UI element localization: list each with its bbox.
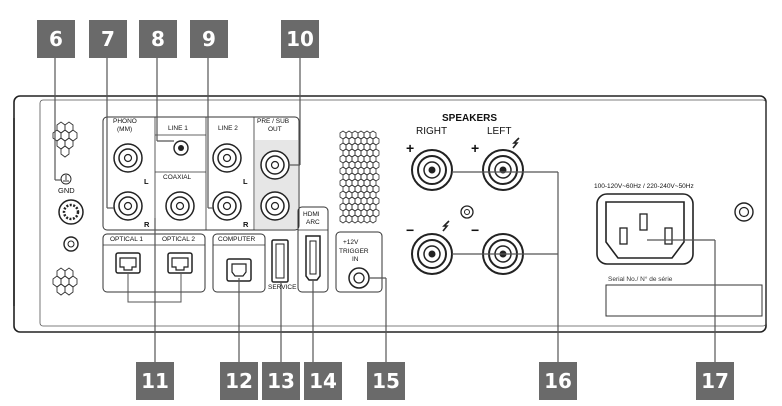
left-minus-marker: −	[471, 222, 480, 238]
voltage-rating-label: 100-120V~60Hz / 220-240V~50Hz	[594, 183, 694, 190]
line2-r-marker: R	[243, 220, 249, 229]
computer-usb-b-port[interactable]	[226, 258, 252, 282]
hazard-bolt-icon-2	[442, 220, 450, 232]
pre-sub-label: PRE / SUB	[257, 118, 290, 125]
optical2-port[interactable]	[167, 252, 193, 274]
callout-15: 15	[367, 362, 405, 400]
serial-number-label: Serial No./ N° de série	[608, 276, 673, 283]
optical2-label: OPTICAL 2	[162, 236, 195, 243]
pre-sub-out-label: OUT	[268, 126, 282, 133]
speakers-heading: SPEAKERS	[442, 113, 498, 124]
trigger-label: TRIGGER	[339, 248, 369, 255]
hdmi-arc-port[interactable]	[305, 235, 321, 281]
ground-symbol-icon	[60, 173, 72, 185]
right-minus-marker: −	[406, 222, 415, 238]
analog-inputs-group	[102, 116, 300, 231]
callout-11: 11	[136, 362, 174, 400]
phono-r-marker: R	[144, 220, 150, 229]
trigger-input-jack[interactable]	[348, 267, 370, 289]
callout-7: 7	[89, 20, 127, 58]
line1-label: LINE 1	[168, 125, 188, 132]
speaker-center-screw	[460, 205, 474, 219]
speaker-right-negative-terminal[interactable]	[411, 233, 453, 275]
left-vent-top	[52, 121, 78, 158]
callout-14: 14	[304, 362, 342, 400]
serial-number-plate	[605, 284, 763, 317]
callout-17: 17	[696, 362, 734, 400]
callout-10: 10	[281, 20, 319, 58]
optical1-port[interactable]	[115, 252, 141, 274]
callout-16: 16	[539, 362, 577, 400]
coaxial-label: COAXIAL	[163, 174, 192, 181]
left-plus-marker: +	[471, 140, 480, 156]
callout-9: 9	[190, 20, 228, 58]
chassis-inner-border	[39, 99, 767, 327]
phono-right-rca-jack[interactable]	[113, 191, 143, 221]
callout-6: 6	[37, 20, 75, 58]
speaker-left-positive-terminal[interactable]	[482, 149, 524, 191]
trigger-in-label: IN	[352, 256, 359, 263]
computer-label: COMPUTER	[218, 236, 256, 243]
line2-right-rca-jack[interactable]	[212, 191, 242, 221]
phono-mm-label: (MM)	[117, 126, 133, 133]
ground-terminal-inner	[62, 203, 80, 221]
line2-label: LINE 2	[218, 125, 238, 132]
ground-terminal-base-hole	[67, 240, 75, 248]
line1-minijack[interactable]	[173, 140, 189, 156]
service-usb-port[interactable]	[271, 239, 289, 283]
service-label: SERVICE	[268, 284, 297, 291]
phono-l-marker: L	[144, 177, 149, 186]
phono-label: PHONO	[113, 118, 137, 125]
callout-leader-lines	[54, 58, 716, 362]
chassis-screw	[734, 202, 754, 222]
callout-8: 8	[139, 20, 177, 58]
hazard-bolt-icon	[512, 137, 520, 149]
phono-left-rca-jack[interactable]	[113, 143, 143, 173]
hdmi-label: HDMI	[303, 211, 320, 218]
optical-group	[102, 233, 206, 293]
line2-l-marker: L	[243, 177, 248, 186]
ground-terminal-knob[interactable]	[58, 199, 84, 225]
callout-13: 13	[262, 362, 300, 400]
arc-label: ARC	[306, 219, 320, 226]
pre-out-left-rca-jack[interactable]	[260, 150, 290, 180]
speaker-right-positive-terminal[interactable]	[411, 149, 453, 191]
speakers-left-label: LEFT	[487, 126, 512, 137]
right-plus-marker: +	[406, 140, 415, 156]
trigger-voltage-label: +12V	[343, 239, 359, 246]
callout-12: 12	[220, 362, 258, 400]
speakers-right-label: RIGHT	[416, 126, 448, 137]
pre-out-right-rca-jack[interactable]	[260, 191, 290, 221]
coaxial-rca-jack[interactable]	[165, 191, 195, 221]
gnd-label: GND	[58, 186, 75, 195]
optical1-label: OPTICAL 1	[110, 236, 143, 243]
right-vent-honeycomb	[339, 130, 380, 224]
left-vent-bottom	[52, 267, 78, 296]
trigger-group	[335, 231, 383, 293]
ground-terminal-base	[63, 236, 79, 252]
line2-left-rca-jack[interactable]	[212, 143, 242, 173]
power-inlet[interactable]	[596, 193, 694, 265]
